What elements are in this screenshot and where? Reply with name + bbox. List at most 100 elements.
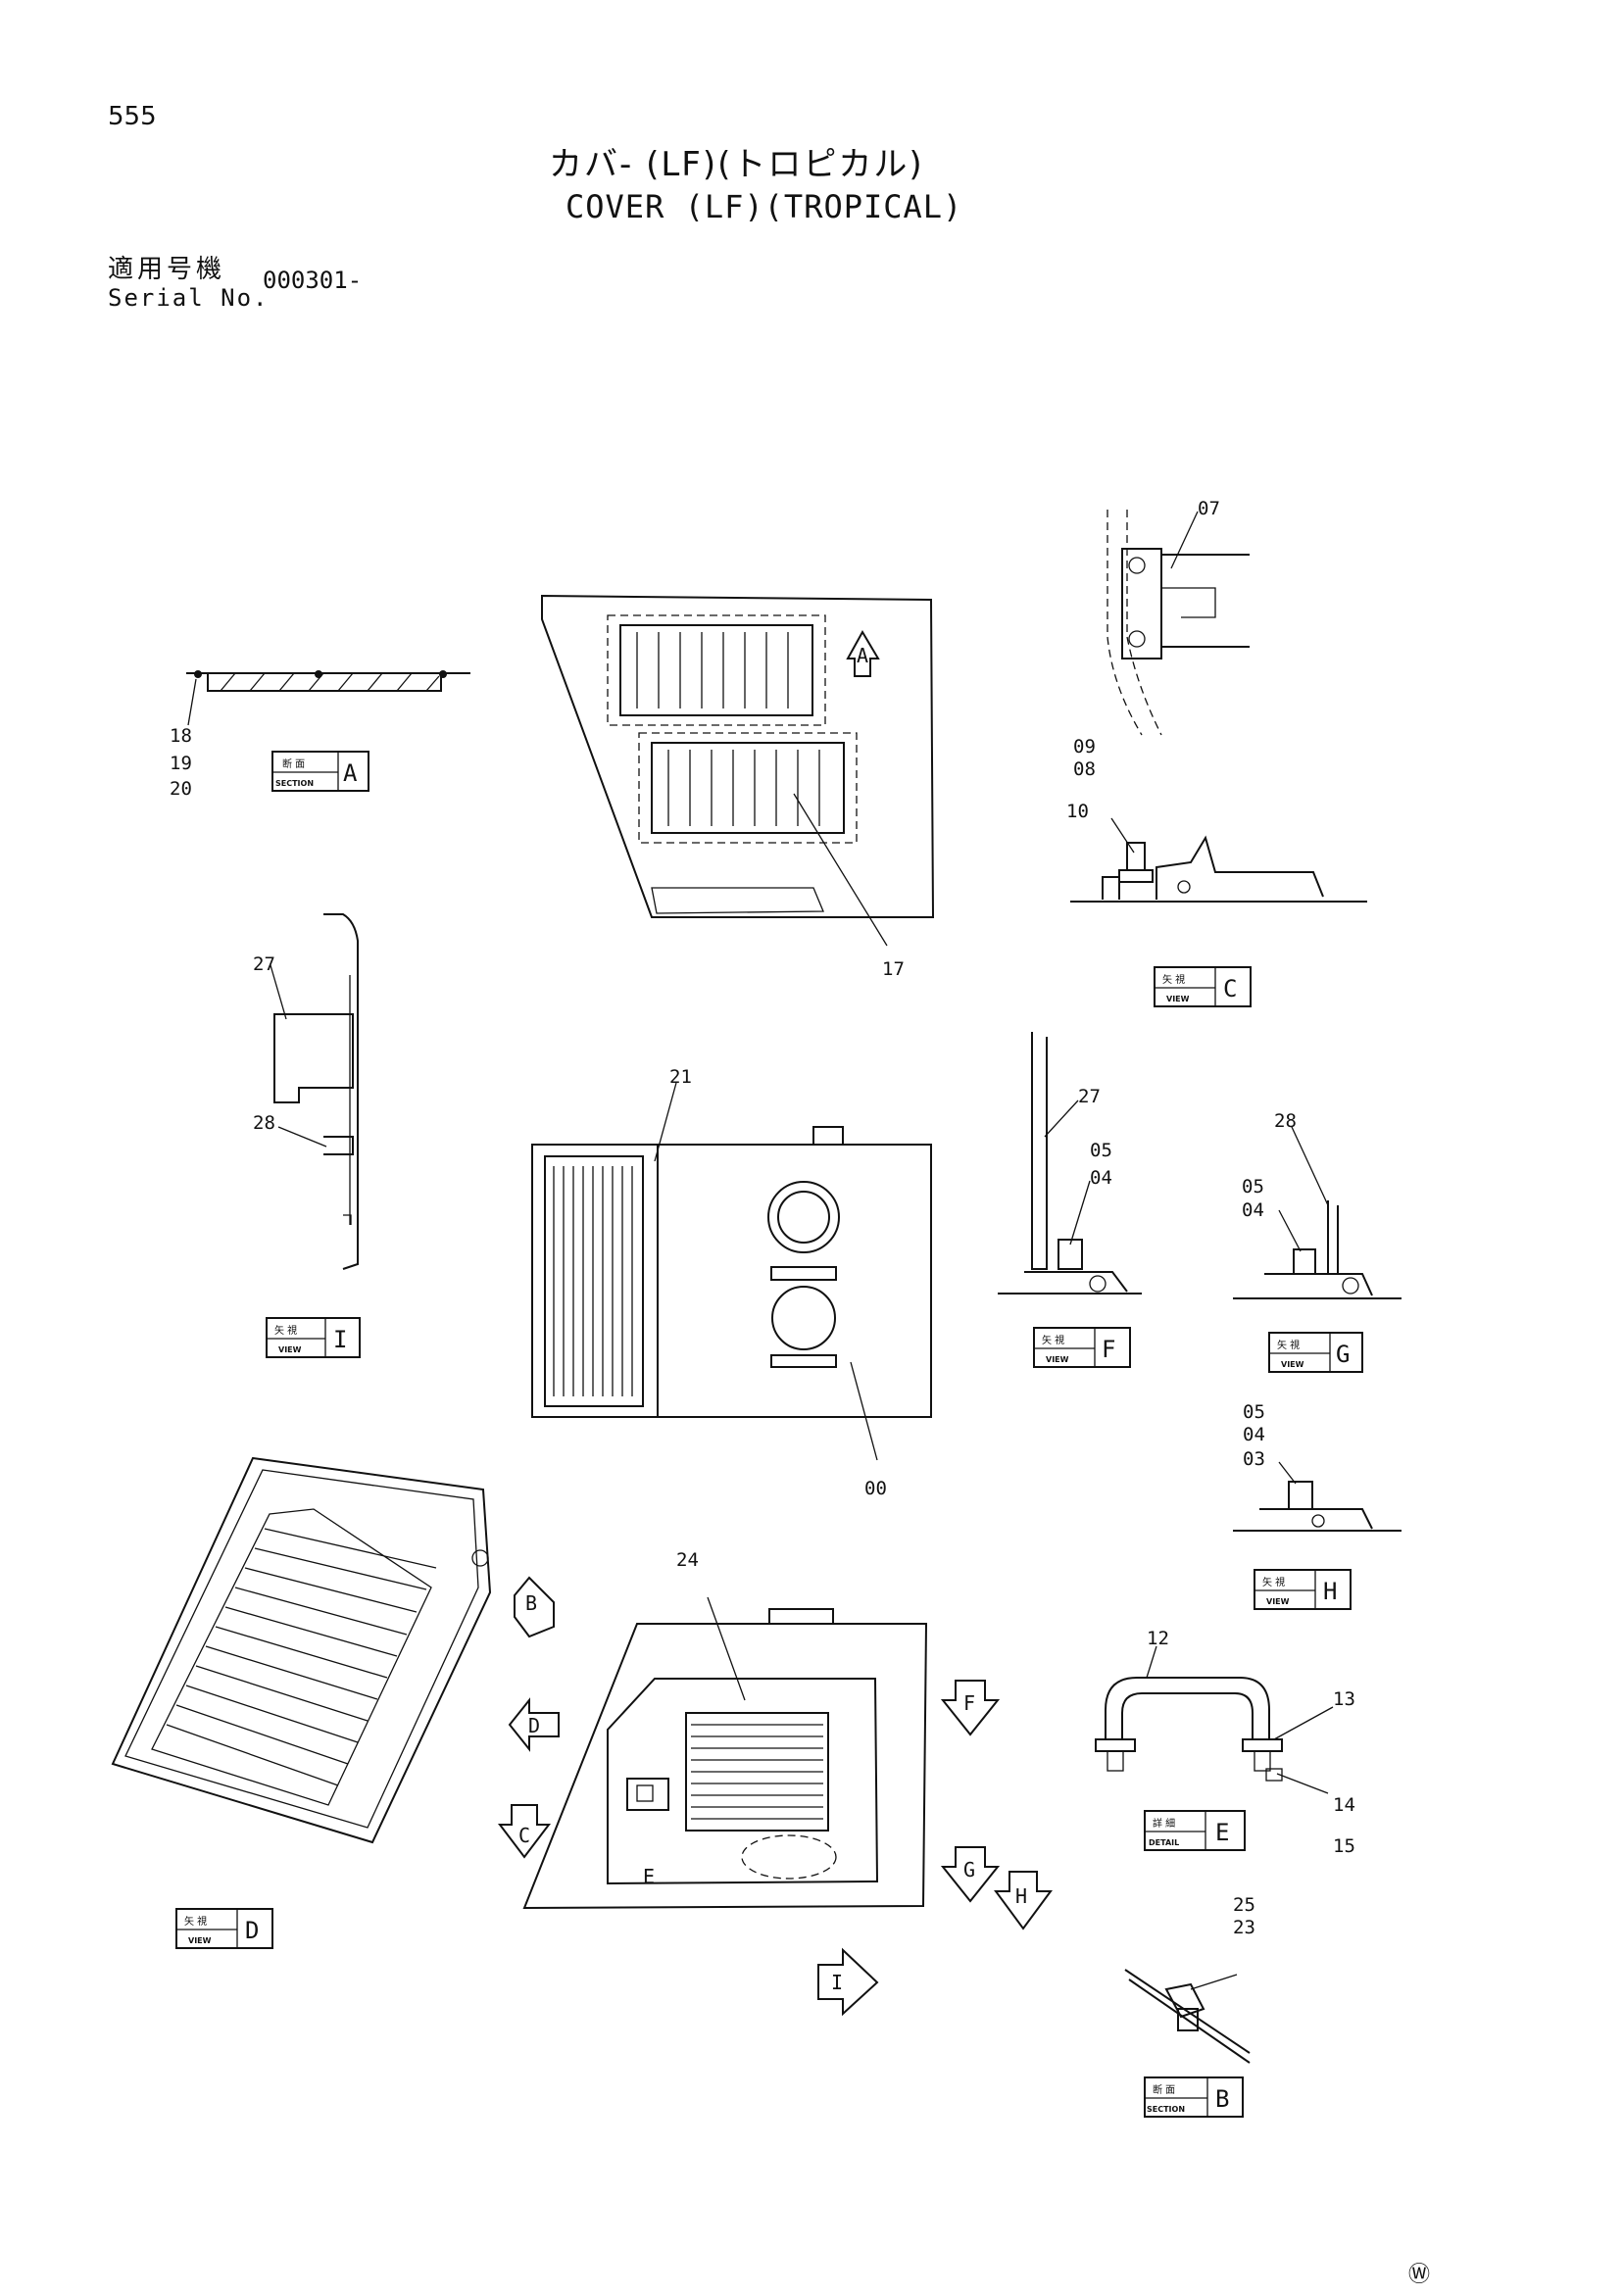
section-b-drawing xyxy=(1124,1969,1251,2064)
louver-cover-drawing: A xyxy=(541,594,935,947)
section-a-drawing xyxy=(186,670,470,692)
detail-e-drawing xyxy=(1095,1645,1334,1794)
tag-section-a: 断 面 SECTION A xyxy=(271,751,369,792)
tag-section-b-top: 断 面 xyxy=(1153,2083,1175,2096)
page-number: 555 xyxy=(108,102,157,131)
view-arrow-a: A xyxy=(857,644,868,667)
publisher-mark: Ⓦ xyxy=(1408,2263,1431,2287)
tag-view-d-letter: D xyxy=(245,1917,259,1944)
view-i-drawing xyxy=(270,913,359,1270)
part-label-14: 14 xyxy=(1333,1794,1355,1816)
view-arrow-b: B xyxy=(525,1591,537,1615)
view-arrow-g: G xyxy=(963,1858,975,1881)
tag-view-f-sub: VIEW xyxy=(1046,1355,1069,1364)
part-label-25: 25 xyxy=(1233,1894,1255,1916)
part-label-23: 23 xyxy=(1233,1917,1255,1938)
main-cover-drawing xyxy=(522,1596,928,1910)
tag-view-c: 矢 視 VIEW C xyxy=(1154,966,1252,1007)
tag-view-f-letter: F xyxy=(1102,1336,1115,1363)
tag-section-a-letter: A xyxy=(343,759,358,787)
view-arrow-d: D xyxy=(528,1714,540,1737)
tag-view-c-letter: C xyxy=(1223,975,1237,1002)
view-c-drawing xyxy=(1070,817,1367,903)
part-label-03: 03 xyxy=(1243,1448,1265,1470)
view-arrow-f: F xyxy=(963,1691,975,1715)
part-label-19: 19 xyxy=(170,753,192,774)
tag-section-a-top: 断 面 xyxy=(282,757,305,770)
tag-view-d-top: 矢 視 xyxy=(184,1915,207,1928)
part-label-09: 09 xyxy=(1073,736,1096,757)
tag-view-g-sub: VIEW xyxy=(1281,1360,1304,1369)
view-g-drawing xyxy=(1233,1126,1402,1299)
part-label-05-view-g: 05 xyxy=(1242,1176,1264,1197)
view-d-drawing xyxy=(111,1456,492,1844)
tag-view-g-top: 矢 視 xyxy=(1277,1339,1300,1351)
view-f-drawing xyxy=(998,1032,1142,1295)
tag-section-b: 断 面 SECTION B xyxy=(1144,2076,1244,2118)
tag-view-h-letter: H xyxy=(1323,1578,1337,1605)
tag-view-h: 矢 視 VIEW H xyxy=(1254,1569,1352,1610)
tag-detail-e-top: 詳 細 xyxy=(1153,1817,1175,1830)
part-label-20: 20 xyxy=(170,778,192,800)
title-japanese: カバ- (LF)(トロピカル) xyxy=(549,145,924,184)
tag-view-i-letter: I xyxy=(333,1326,347,1353)
tag-view-f-top: 矢 視 xyxy=(1042,1334,1064,1346)
part-label-05-view-f: 05 xyxy=(1090,1140,1112,1161)
tag-section-b-sub: SECTION xyxy=(1147,2105,1185,2114)
part-label-28-view-i: 28 xyxy=(253,1112,275,1134)
view-arrow-c-shape: C xyxy=(497,1804,552,1859)
serial-label-english: Serial No. xyxy=(108,284,270,312)
tag-detail-e-sub: DETAIL xyxy=(1149,1838,1179,1847)
serial-label-japanese: 適用号機 xyxy=(108,255,226,284)
view-arrow-h-shape: H xyxy=(994,1871,1053,1930)
tag-view-g: 矢 視 VIEW G xyxy=(1268,1332,1363,1373)
part-label-27-view-f: 27 xyxy=(1078,1086,1101,1107)
part-label-28-view-g: 28 xyxy=(1274,1110,1297,1132)
bracket-detail-drawing xyxy=(1107,510,1250,736)
view-arrow-i: I xyxy=(831,1971,843,1994)
part-label-05-view-h: 05 xyxy=(1243,1401,1265,1423)
view-arrow-e: E xyxy=(643,1865,655,1888)
tag-view-g-letter: G xyxy=(1336,1341,1350,1368)
part-label-08: 08 xyxy=(1073,758,1096,780)
tag-view-i-sub: VIEW xyxy=(278,1345,302,1354)
view-arrow-h: H xyxy=(1015,1884,1027,1908)
title-english: COVER (LF)(TROPICAL) xyxy=(566,188,963,225)
center-panel-drawing xyxy=(531,1082,932,1461)
view-h-drawing xyxy=(1233,1461,1402,1532)
view-arrow-i-shape: I xyxy=(817,1947,879,2017)
part-label-10: 10 xyxy=(1066,801,1089,822)
view-arrow-c: C xyxy=(518,1824,530,1847)
view-arrow-g-shape: G xyxy=(940,1846,1001,1903)
tag-view-f: 矢 視 VIEW F xyxy=(1033,1327,1131,1368)
tag-view-c-sub: VIEW xyxy=(1166,995,1190,1003)
part-label-13: 13 xyxy=(1333,1688,1355,1710)
part-label-15: 15 xyxy=(1333,1835,1355,1857)
part-label-24: 24 xyxy=(676,1549,699,1571)
tag-section-a-sub: SECTION xyxy=(275,779,314,788)
tag-detail-e-letter: E xyxy=(1215,1819,1229,1846)
part-label-17: 17 xyxy=(882,958,905,980)
tag-view-i-top: 矢 視 xyxy=(274,1324,297,1337)
part-label-27-view-i: 27 xyxy=(253,953,275,975)
view-arrow-f-shape: F xyxy=(940,1680,1001,1736)
part-label-04-view-h: 04 xyxy=(1243,1424,1265,1445)
tag-view-d-sub: VIEW xyxy=(188,1936,212,1945)
tag-detail-e: 詳 細 DETAIL E xyxy=(1144,1810,1246,1851)
part-label-04-view-f: 04 xyxy=(1090,1167,1112,1189)
tag-view-h-sub: VIEW xyxy=(1266,1597,1290,1606)
part-label-21: 21 xyxy=(669,1066,692,1088)
view-arrow-d-shape: D xyxy=(508,1697,560,1752)
part-label-12: 12 xyxy=(1147,1628,1169,1649)
tag-view-i: 矢 視 VIEW I xyxy=(266,1317,361,1358)
part-label-04-view-g: 04 xyxy=(1242,1199,1264,1221)
tag-view-d: 矢 視 VIEW D xyxy=(175,1908,273,1949)
tag-view-h-top: 矢 視 xyxy=(1262,1576,1285,1588)
part-label-18: 18 xyxy=(170,725,192,747)
serial-number-value: 000301- xyxy=(263,267,363,294)
tag-view-c-top: 矢 視 xyxy=(1162,973,1185,986)
view-arrow-b-shape: B xyxy=(514,1576,555,1638)
part-label-07: 07 xyxy=(1198,498,1220,519)
part-label-00: 00 xyxy=(864,1478,887,1499)
